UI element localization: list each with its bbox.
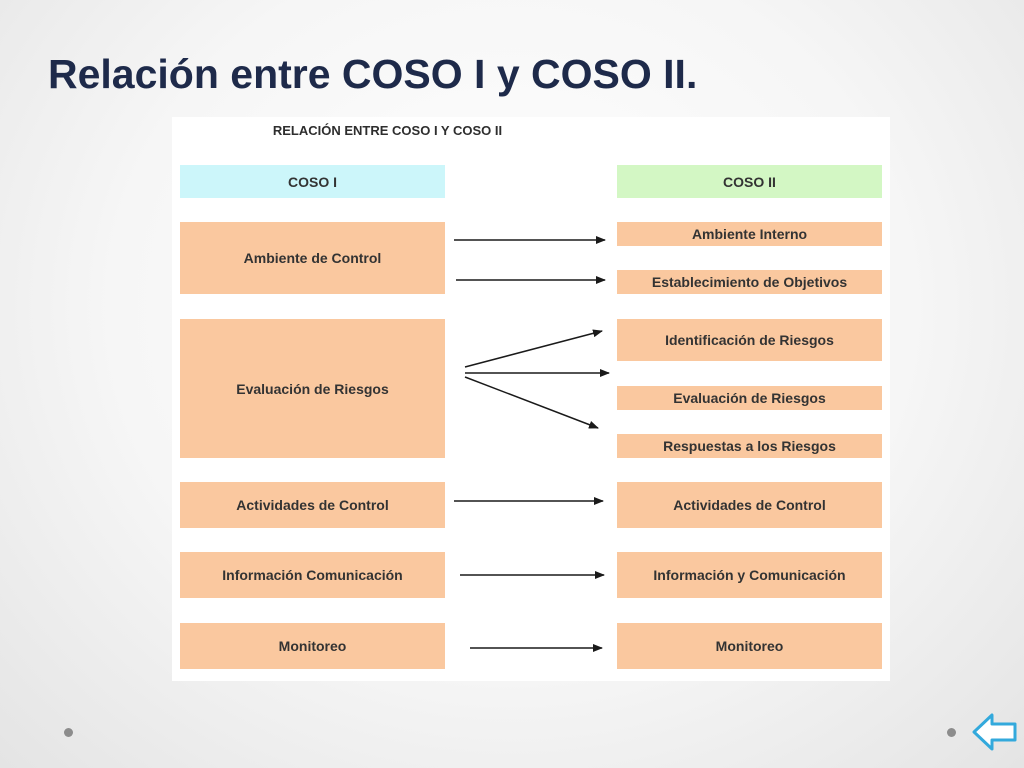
- coso-ii-box: Ambiente Interno: [617, 222, 882, 246]
- coso-ii-box: Información y Comunicación: [617, 552, 882, 598]
- coso-i-box: Evaluación de Riesgos: [180, 319, 445, 458]
- coso-relation-diagram: RELACIÓN ENTRE COSO I Y COSO II COSO I C…: [172, 117, 890, 681]
- slide-dot-right: [947, 728, 956, 737]
- diagram-heading: RELACIÓN ENTRE COSO I Y COSO II: [272, 123, 503, 138]
- back-arrow-icon[interactable]: [972, 712, 1018, 757]
- coso-ii-box: Respuestas a los Riesgos: [617, 434, 882, 458]
- coso-i-box: Información Comunicación: [180, 552, 445, 598]
- slide-dot-left: [64, 728, 73, 737]
- coso-i-box: Ambiente de Control: [180, 222, 445, 294]
- coso-ii-box: Evaluación de Riesgos: [617, 386, 882, 410]
- coso-ii-box: Establecimiento de Objetivos: [617, 270, 882, 294]
- coso-i-box: Monitoreo: [180, 623, 445, 669]
- coso-i-header: COSO I: [180, 165, 445, 198]
- connector-arrows: [454, 236, 610, 652]
- coso-ii-box: Monitoreo: [617, 623, 882, 669]
- arrow-evaluacion-to-respuestas: [464, 376, 599, 429]
- coso-i-box: Actividades de Control: [180, 482, 445, 528]
- coso-ii-box: Identificación de Riesgos: [617, 319, 882, 361]
- coso-ii-header: COSO II: [617, 165, 882, 198]
- arrow-evaluacion-to-identificacion: [464, 329, 603, 368]
- slide-title: Relación entre COSO I y COSO II.: [48, 51, 698, 97]
- coso-ii-box: Actividades de Control: [617, 482, 882, 528]
